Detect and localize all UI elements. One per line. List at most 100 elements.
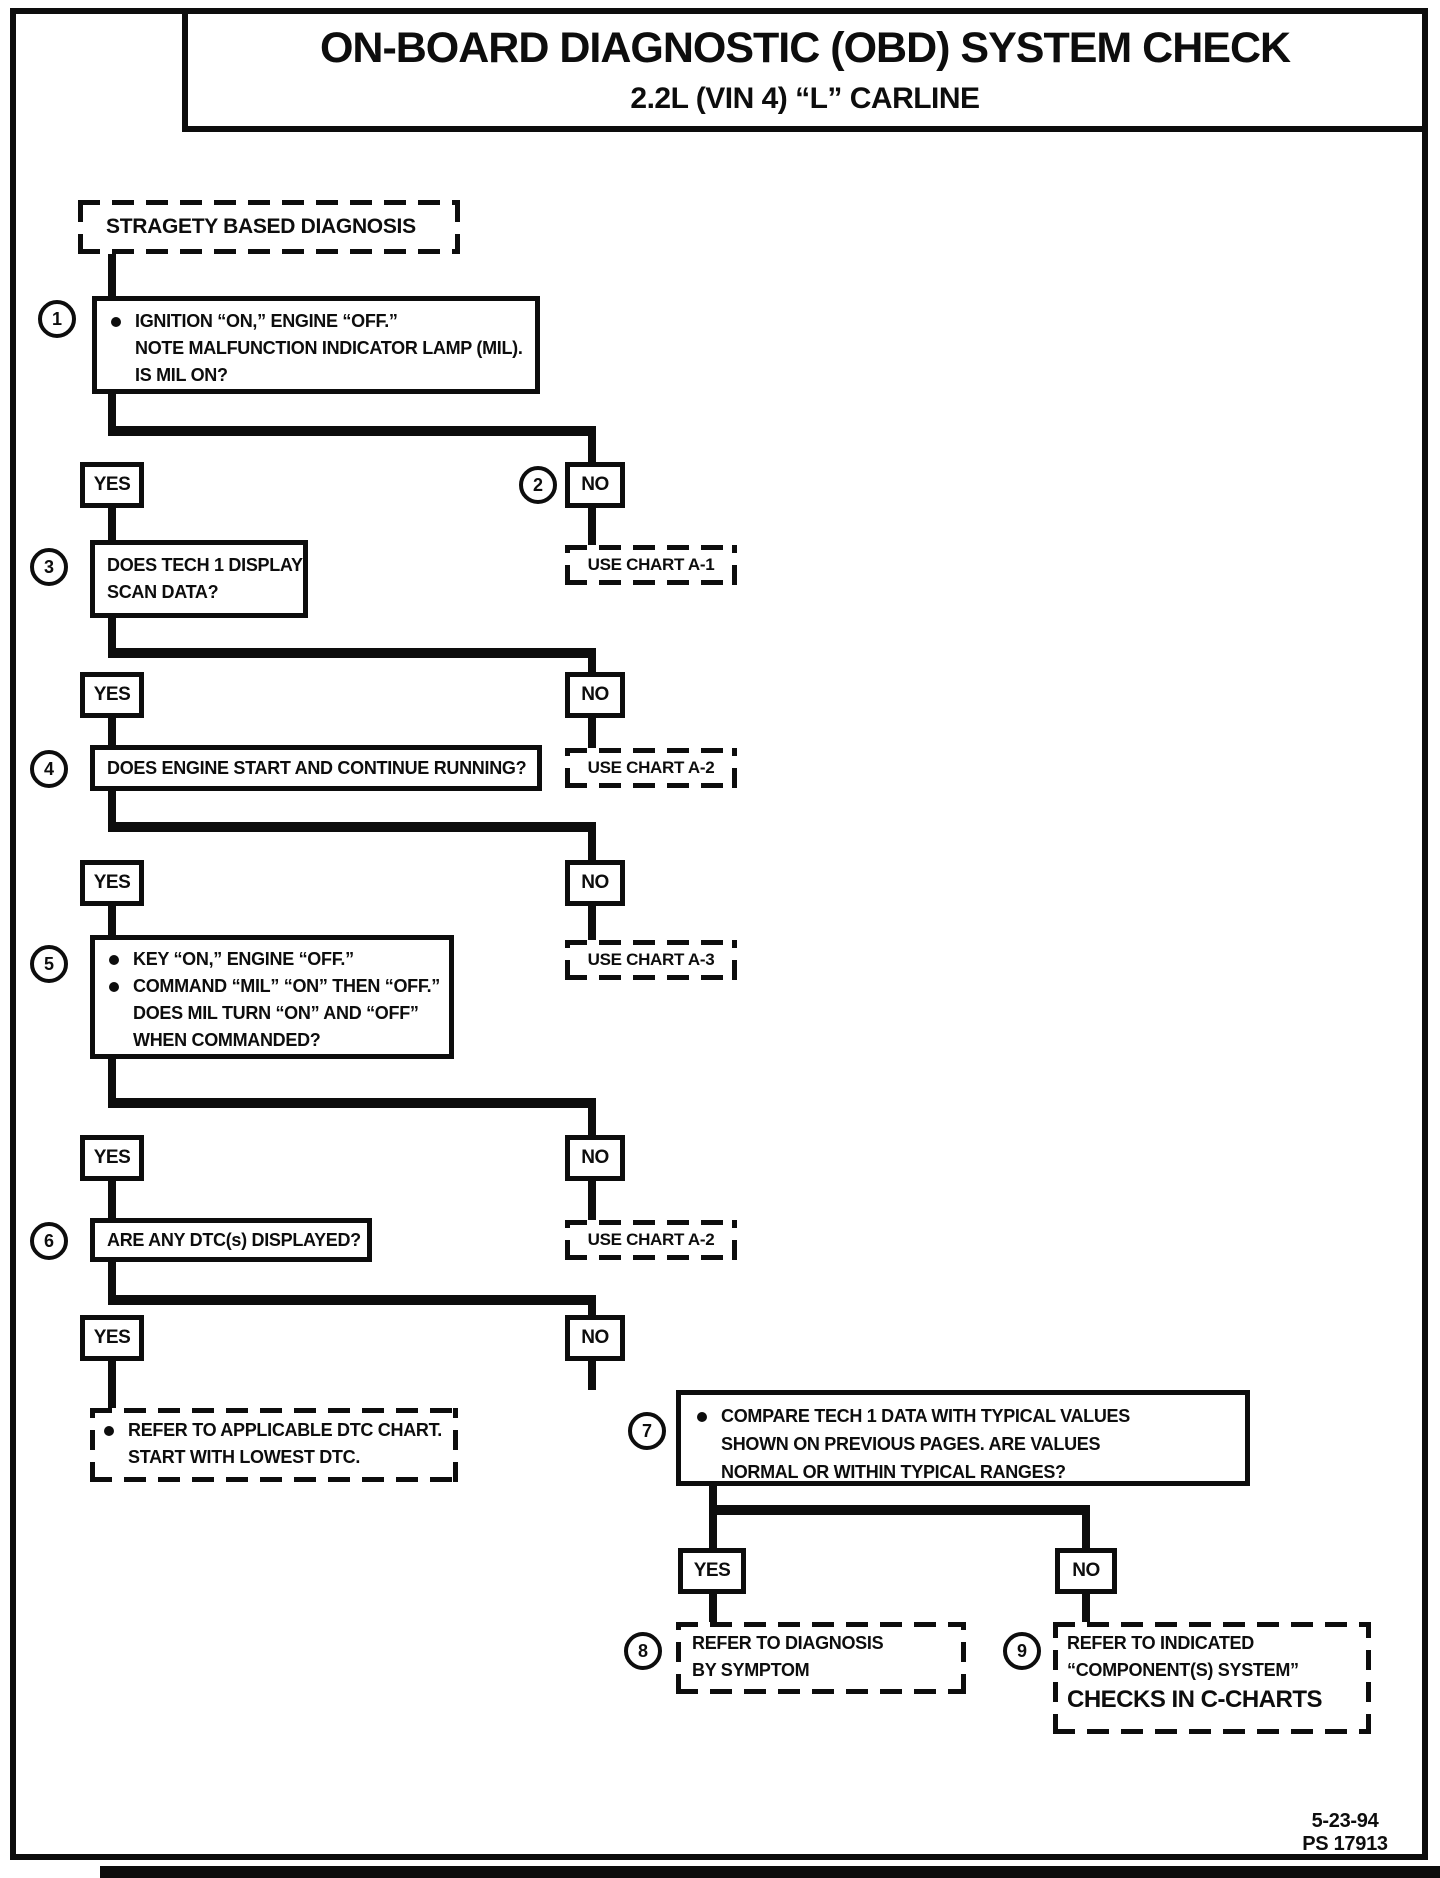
refer-dtc-line: START WITH LOWEST DTC.: [128, 1447, 361, 1467]
no-label-5: NO: [565, 1315, 625, 1361]
bullet-icon: [111, 317, 121, 327]
step-6-box: ARE ANY DTC(s) DISPLAYED?: [90, 1218, 372, 1262]
no-label-1: NO: [565, 462, 625, 508]
yes-label-2: YES: [80, 672, 144, 718]
page-title: ON-BOARD DIAGNOSTIC (OBD) SYSTEM CHECK: [319, 24, 1291, 72]
no-label-2: NO: [565, 672, 625, 718]
step-9-box: REFER TO INDICATED “COMPONENT(S) SYSTEM”…: [1053, 1622, 1371, 1734]
step-number: 5: [43, 953, 54, 974]
step-9-line: REFER TO INDICATED: [1067, 1633, 1254, 1653]
page-subtitle: 2.2L (VIN 4) “L” CARLINE: [630, 82, 980, 115]
step-number: 2: [532, 474, 543, 495]
footer-date: 5-23-94: [1311, 1810, 1379, 1832]
connector-line: [588, 436, 596, 462]
connector-line: [709, 1594, 717, 1622]
connector-line: [1082, 1594, 1090, 1622]
branch-bar: [108, 1295, 596, 1305]
step-circle-4: 4: [30, 750, 68, 788]
connector-line: [588, 832, 596, 860]
step-5-line: KEY “ON,” ENGINE “OFF.”: [103, 946, 445, 973]
step-4-line: DOES ENGINE START AND CONTINUE RUNNING?: [107, 757, 527, 778]
step-5-line: WHEN COMMANDED?: [133, 1030, 321, 1050]
step-1-line: NOTE MALFUNCTION INDICATOR LAMP (MIL).: [135, 338, 523, 358]
step-9-line: CHECKS IN C-CHARTS: [1067, 1686, 1323, 1713]
use-chart-a3: USE CHART A-3: [565, 940, 737, 980]
connector-line: [588, 1108, 596, 1135]
step-number: 1: [51, 308, 62, 329]
use-chart-a2: USE CHART A-2: [565, 748, 737, 788]
start-node-label: STRAGETY BASED DIAGNOSIS: [106, 215, 416, 238]
step-9-line: “COMPONENT(S) SYSTEM”: [1067, 1660, 1299, 1680]
step-circle-9: 9: [1003, 1632, 1041, 1670]
step-8-line: BY SYMPTOM: [692, 1660, 810, 1680]
branch-bar: [108, 426, 596, 436]
connector-line: [709, 1486, 717, 1505]
no-label-4: NO: [565, 1135, 625, 1181]
refer-dtc-line: REFER TO APPLICABLE DTC CHART.: [98, 1417, 454, 1444]
no-label-6: NO: [1055, 1548, 1117, 1594]
step-circle-5: 5: [30, 945, 68, 983]
no-label-3: NO: [565, 860, 625, 906]
footer-code: PS 17913: [1302, 1833, 1388, 1855]
start-node: STRAGETY BASED DIAGNOSIS: [78, 200, 460, 254]
connector-line: [108, 254, 116, 296]
step-5-box: KEY “ON,” ENGINE “OFF.” COMMAND “MIL” “O…: [90, 935, 454, 1059]
branch-bar: [709, 1505, 1090, 1515]
connector-line: [588, 658, 596, 672]
step-circle-2: 2: [519, 466, 557, 504]
bullet-icon: [104, 1426, 114, 1436]
step-3-line: DOES TECH 1 DISPLAY: [107, 555, 303, 575]
connector-line: [588, 508, 596, 545]
step-8-box: REFER TO DIAGNOSIS BY SYMPTOM: [676, 1622, 966, 1694]
step-4-box: DOES ENGINE START AND CONTINUE RUNNING?: [90, 745, 542, 791]
title-box: ON-BOARD DIAGNOSTIC (OBD) SYSTEM CHECK 2…: [182, 8, 1428, 132]
connector-line: [108, 1059, 116, 1098]
connector-line: [108, 1361, 116, 1408]
use-chart-a2-repeat: USE CHART A-2: [565, 1220, 737, 1260]
footer-stamp: 5-23-94 PS 17913: [1270, 1810, 1420, 1856]
step-circle-1: 1: [38, 300, 76, 338]
bullet-icon: [697, 1412, 707, 1422]
step-circle-8: 8: [624, 1632, 662, 1670]
connector-line: [1082, 1515, 1090, 1548]
connector-line: [588, 906, 596, 940]
bullet-icon: [109, 955, 119, 965]
scan-artifact-bottom-bar: [100, 1866, 1440, 1878]
step-5-line: DOES MIL TURN “ON” AND “OFF”: [133, 1003, 419, 1023]
yes-label-6: YES: [678, 1548, 746, 1594]
step-5-line: COMMAND “MIL” “ON” THEN “OFF.”: [103, 973, 445, 1000]
connector-line: [588, 1181, 596, 1220]
connector-line: [108, 394, 116, 426]
connector-line: [588, 1361, 596, 1390]
branch-bar: [108, 648, 596, 658]
step-3-line: SCAN DATA?: [107, 582, 219, 602]
yes-label-1: YES: [80, 462, 144, 508]
refer-dtc-chart-box: REFER TO APPLICABLE DTC CHART. START WIT…: [90, 1408, 458, 1482]
connector-line: [108, 1181, 116, 1218]
step-1-box: IGNITION “ON,” ENGINE “OFF.” NOTE MALFUN…: [92, 296, 540, 394]
step-7-line: COMPARE TECH 1 DATA WITH TYPICAL VALUES: [691, 1402, 1241, 1430]
bullet-icon: [109, 982, 119, 992]
yes-label-3: YES: [80, 860, 144, 906]
connector-line: [709, 1515, 717, 1548]
connector-line: [108, 906, 116, 935]
step-number: 9: [1016, 1640, 1027, 1661]
connector-line: [108, 618, 116, 648]
yes-label-5: YES: [80, 1315, 144, 1361]
step-circle-3: 3: [30, 548, 68, 586]
connector-line: [108, 791, 116, 822]
branch-bar: [108, 1098, 596, 1108]
step-7-box: COMPARE TECH 1 DATA WITH TYPICAL VALUES …: [676, 1390, 1250, 1486]
connector-line: [108, 508, 116, 540]
use-chart-a1: USE CHART A-1: [565, 545, 737, 585]
step-circle-7: 7: [628, 1412, 666, 1450]
step-1-line: IS MIL ON?: [135, 365, 228, 385]
step-number: 3: [43, 556, 54, 577]
step-number: 8: [637, 1640, 648, 1661]
step-7-line: NORMAL OR WITHIN TYPICAL RANGES?: [721, 1462, 1066, 1482]
step-6-line: ARE ANY DTC(s) DISPLAYED?: [107, 1229, 361, 1250]
connector-line: [108, 1262, 116, 1295]
connector-line: [588, 1305, 596, 1315]
step-circle-6: 6: [30, 1222, 68, 1260]
